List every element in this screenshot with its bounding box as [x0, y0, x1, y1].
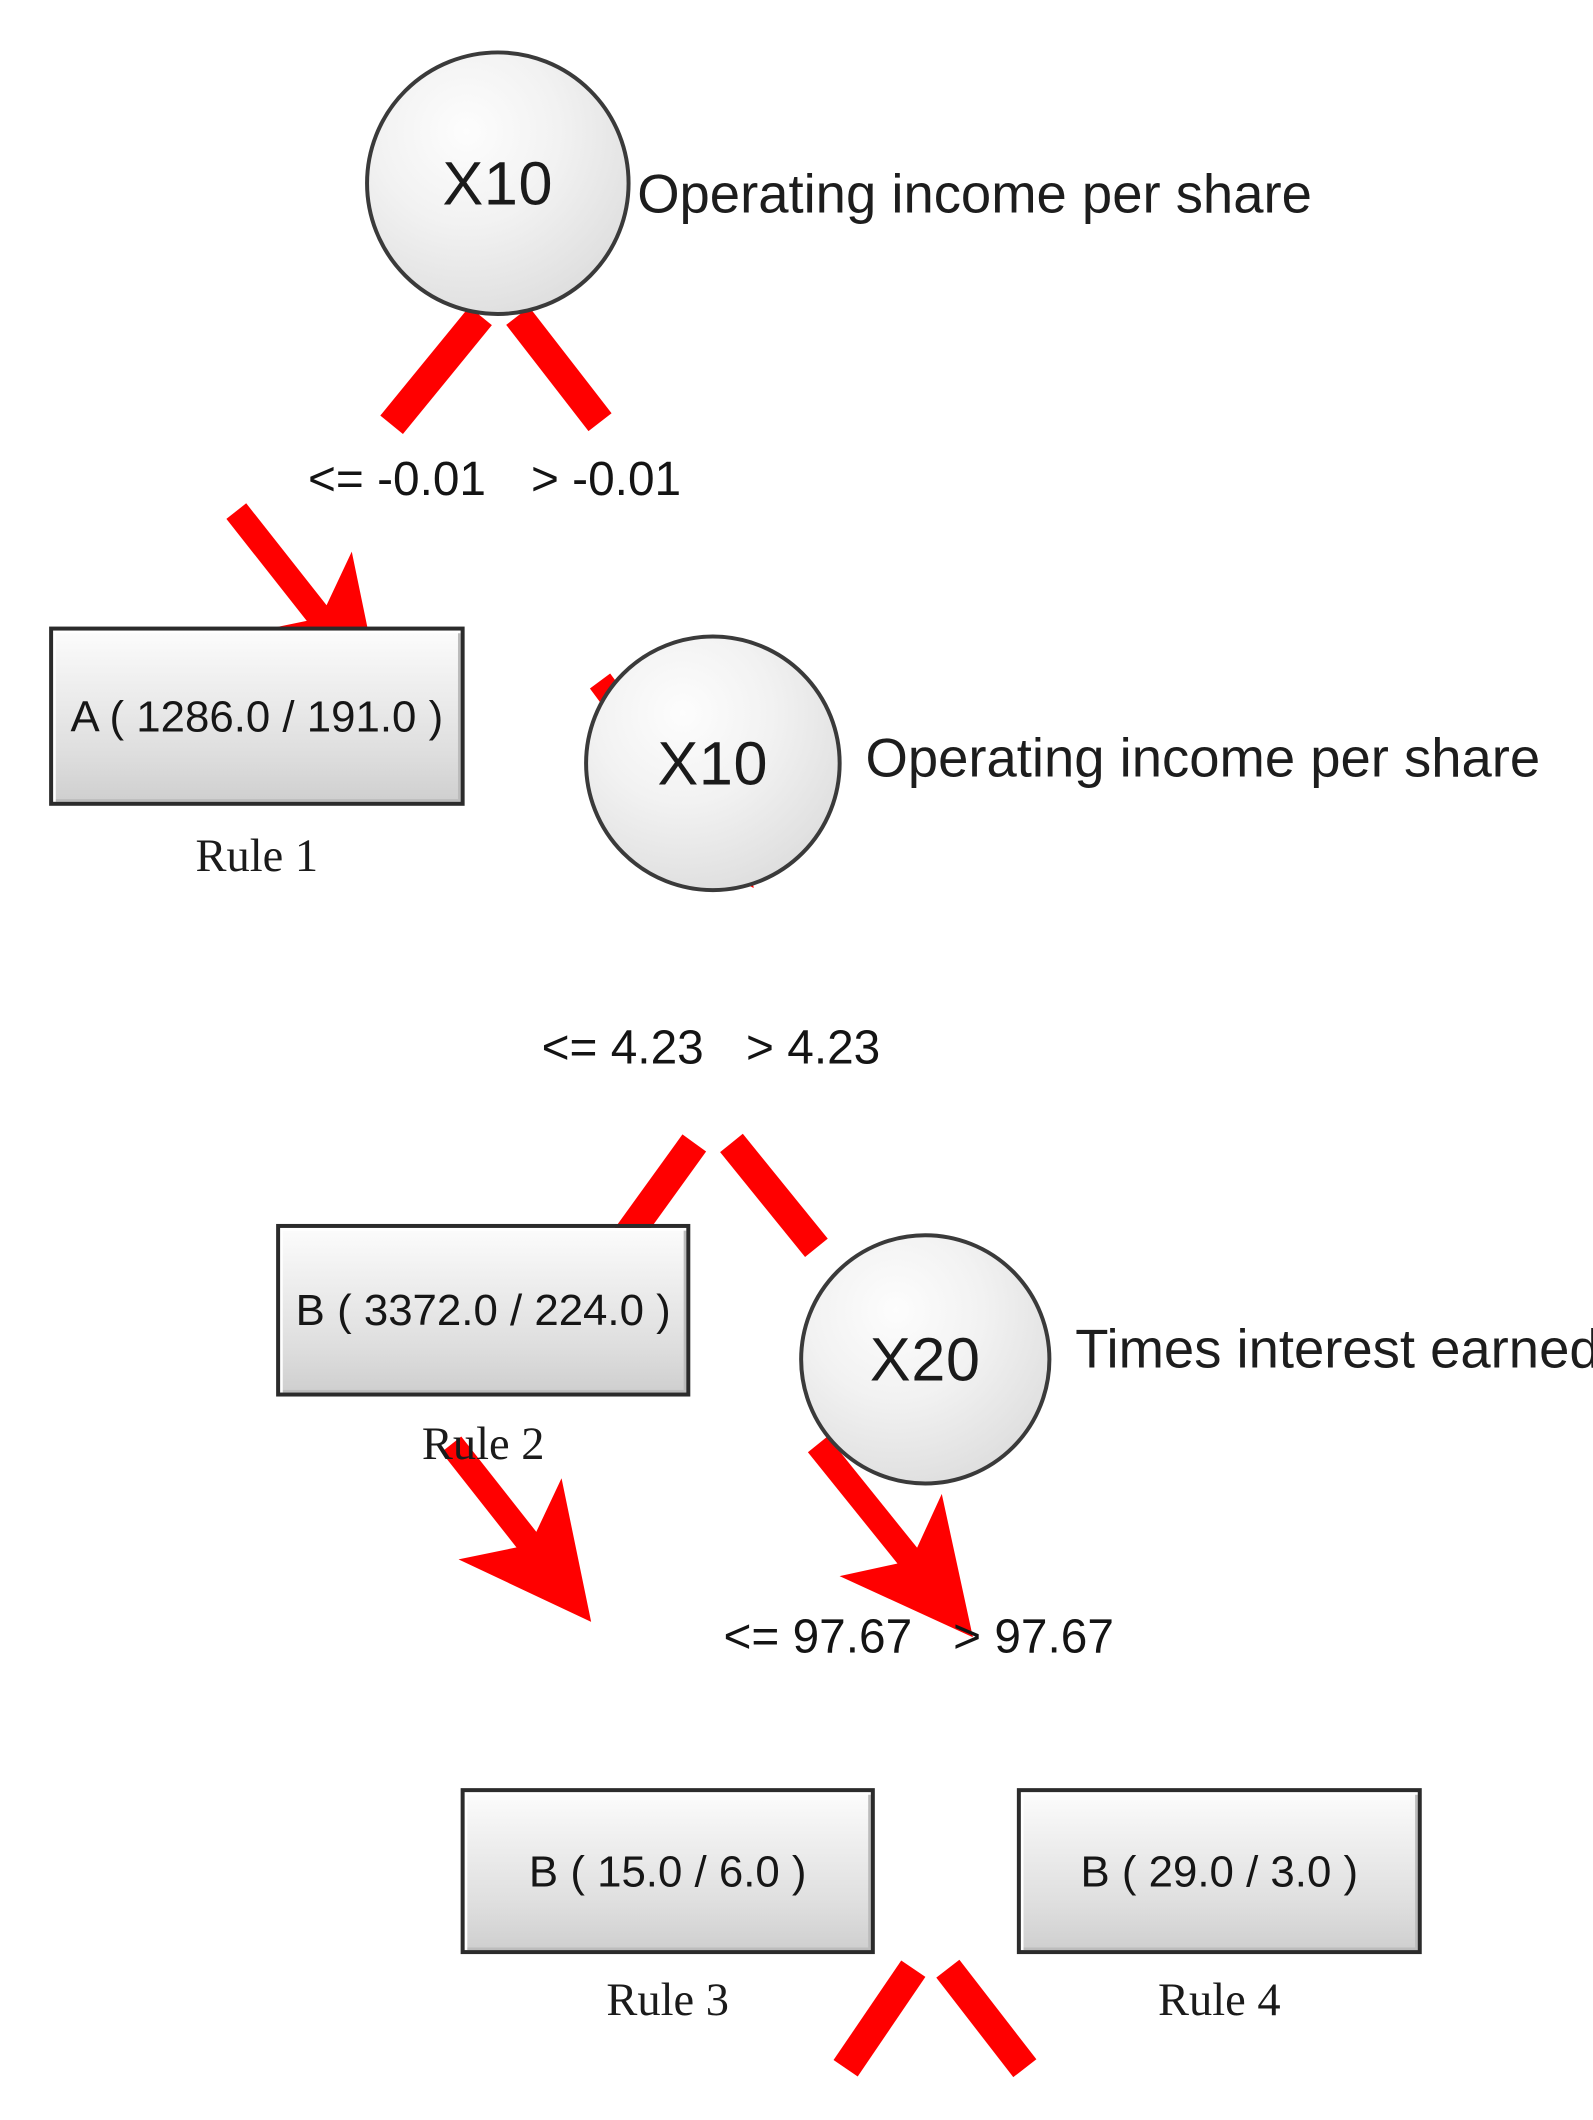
rule-caption-2: Rule 2 — [421, 1417, 545, 1470]
rule-caption-1: Rule 1 — [195, 829, 319, 882]
node-mid-label: X10 — [657, 728, 769, 798]
node-low-x20[interactable]: X20 — [799, 1233, 1052, 1486]
leaf-box-rule-4[interactable]: B ( 29.0 / 3.0 ) — [1016, 1788, 1422, 1955]
node-low-label: X20 — [869, 1324, 981, 1394]
leaf-box-rule-1[interactable]: A ( 1286.0 / 191.0 ) — [49, 626, 465, 806]
leaf-text-rule-1: A ( 1286.0 / 191.0 ) — [70, 690, 444, 741]
branch-label-root-left: <= -0.01 — [307, 451, 487, 506]
branch-label-low-right: > 97.67 — [953, 1608, 1114, 1664]
leaf-text-rule-2: B ( 3372.0 / 224.0 ) — [295, 1285, 671, 1335]
node-root-label: X10 — [442, 148, 554, 218]
branch-label-low-left: <= 97.67 — [723, 1608, 913, 1664]
node-mid-x10[interactable]: X10 — [584, 634, 842, 893]
node-root-caption: Operating income per share — [637, 163, 1312, 225]
node-root-x10[interactable]: X10 — [365, 50, 631, 316]
node-mid-caption: Operating income per share — [865, 727, 1541, 789]
node-low-caption: Times interest earned — [1075, 1318, 1593, 1380]
branch-label-root-right: > -0.01 — [531, 451, 682, 506]
rule-caption-4: Rule 4 — [1157, 1973, 1281, 2026]
leaf-text-rule-4: B ( 29.0 / 3.0 ) — [1080, 1845, 1359, 1896]
branch-label-mid-left: <= 4.23 — [541, 1019, 704, 1074]
leaf-box-rule-2[interactable]: B ( 3372.0 / 224.0 ) — [276, 1223, 691, 1397]
rule-caption-3: Rule 3 — [606, 1973, 730, 2026]
leaf-box-rule-3[interactable]: B ( 15.0 / 6.0 ) — [460, 1788, 875, 1955]
branch-label-mid-right: > 4.23 — [746, 1019, 881, 1074]
leaf-text-rule-3: B ( 15.0 / 6.0 ) — [528, 1845, 807, 1896]
